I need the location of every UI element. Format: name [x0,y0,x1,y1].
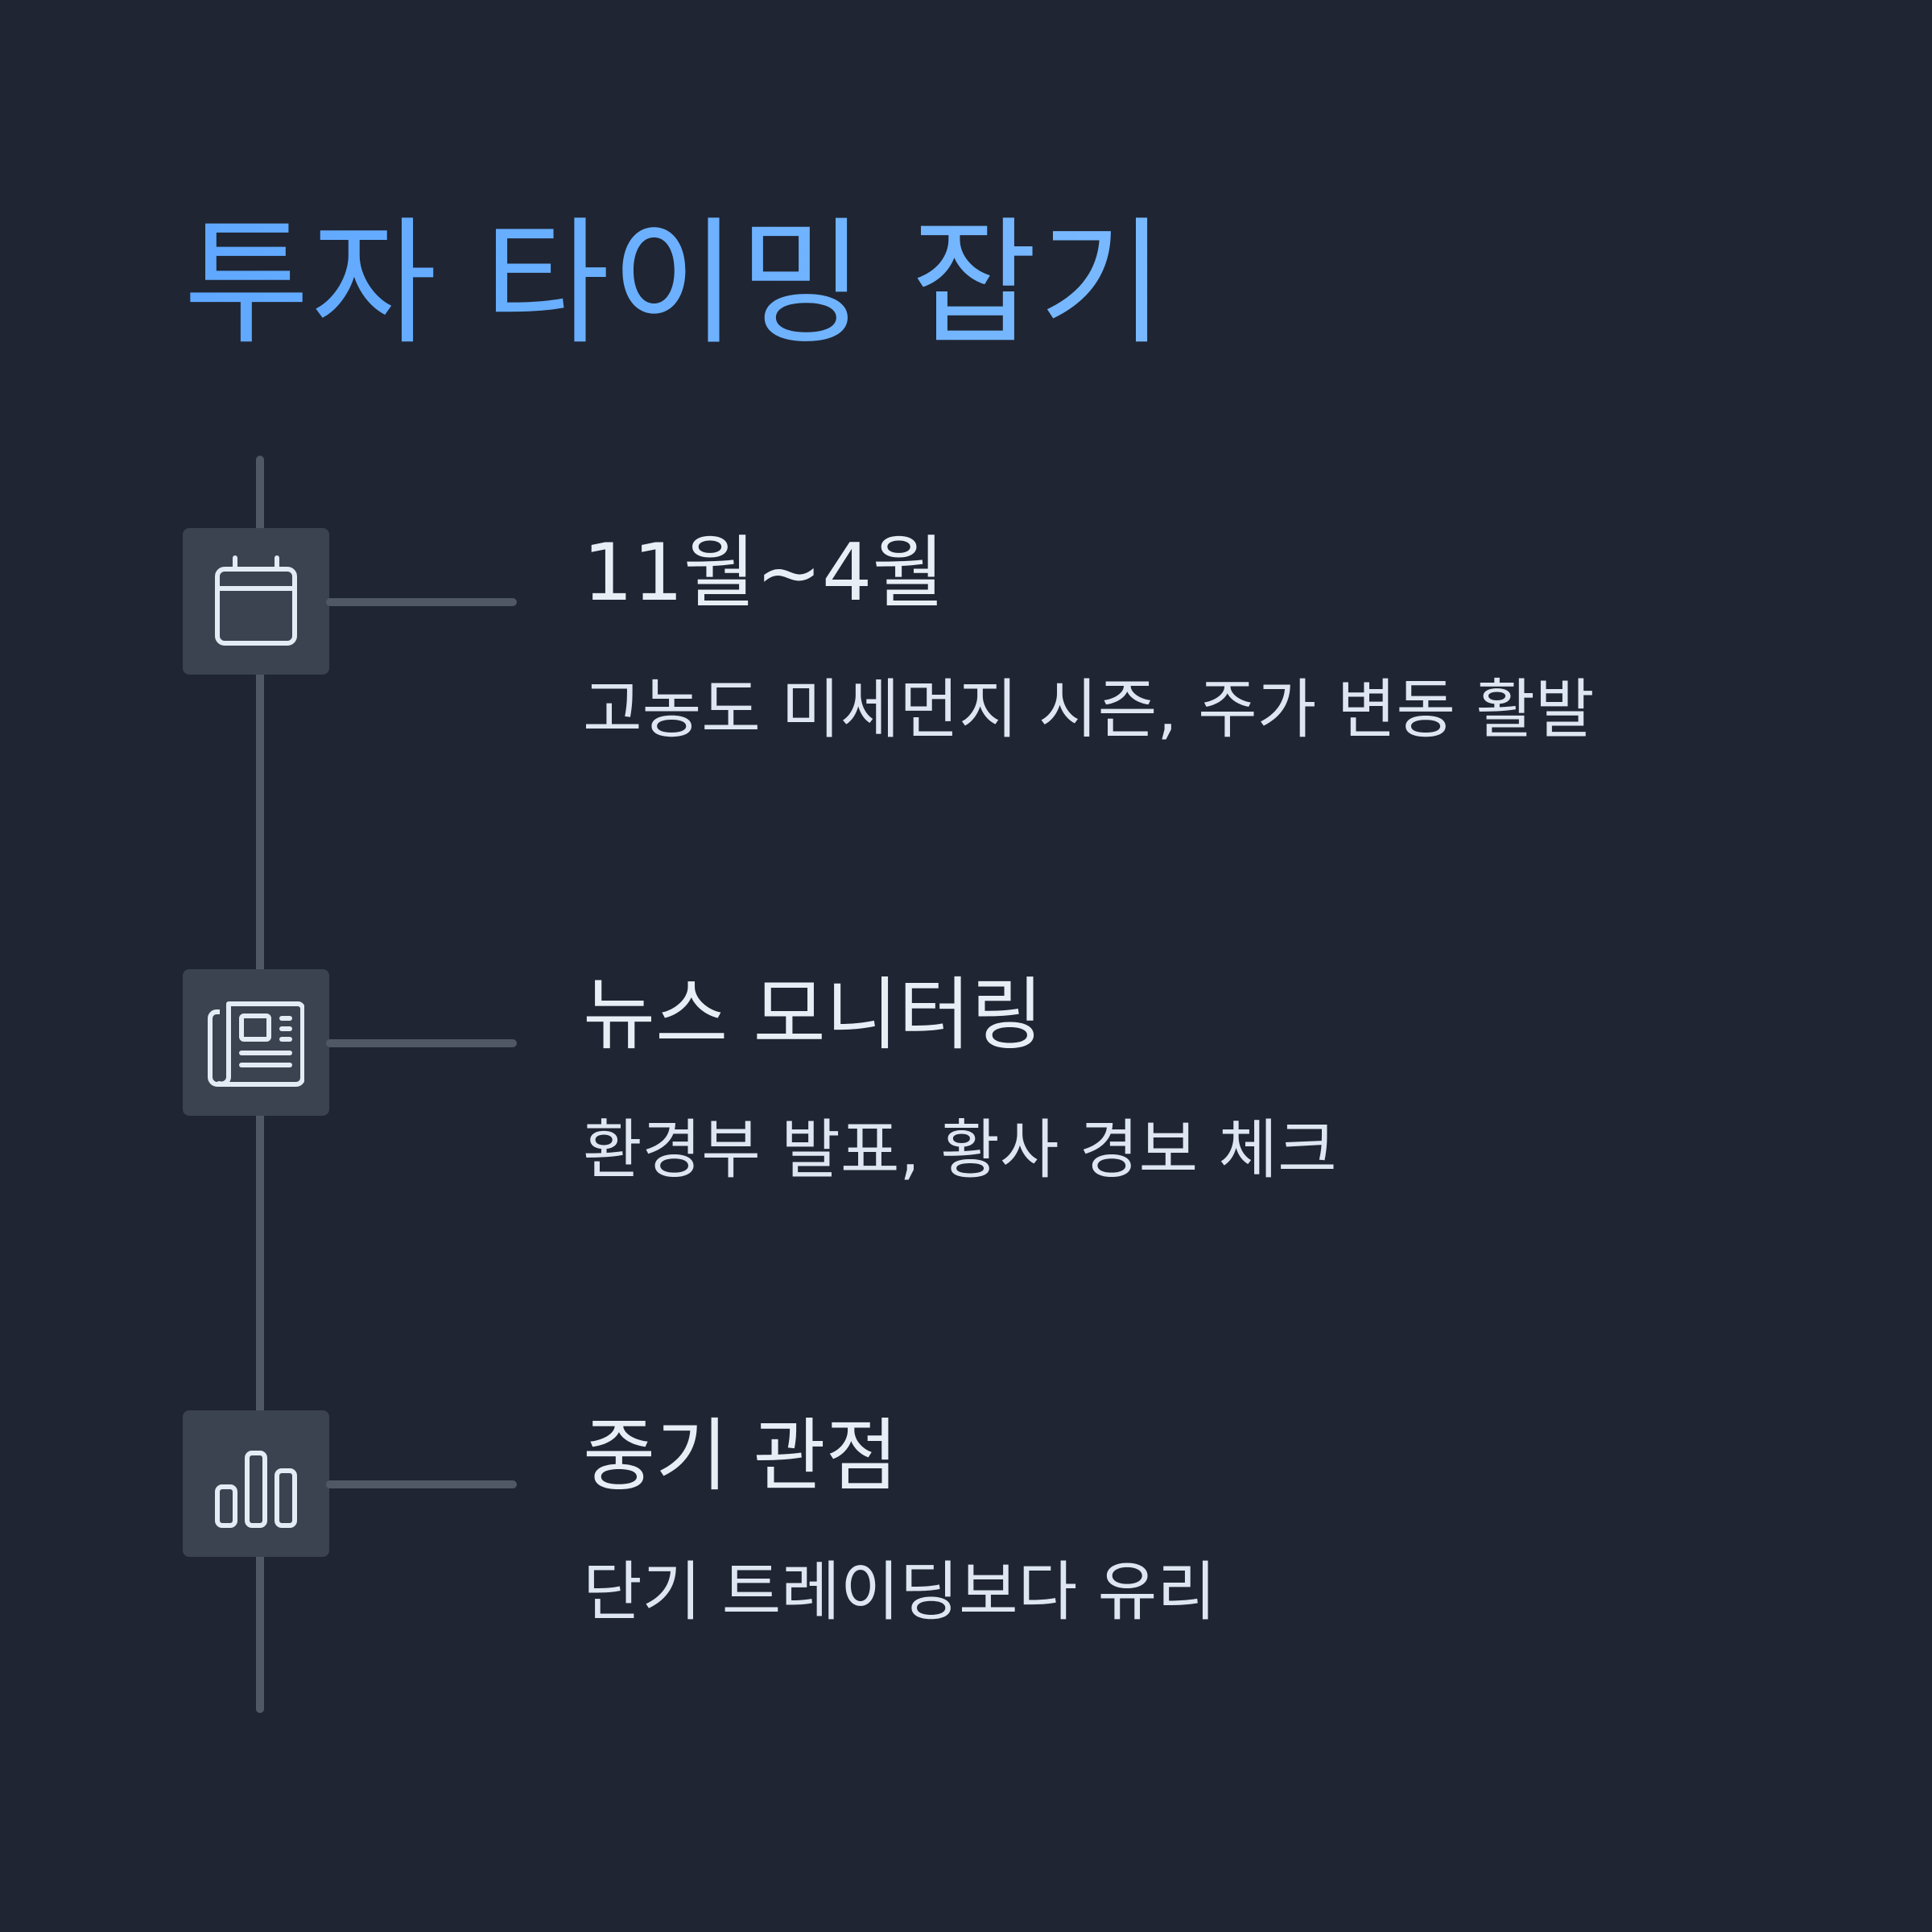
timeline-item-3-icon-box [183,1410,329,1557]
timeline-item-1-icon-box [183,528,329,675]
newspaper-icon [208,1001,304,1087]
calendar-icon [215,555,297,646]
timeline-item-1-connector [326,598,517,606]
bar-chart-icon [215,1451,297,1528]
timeline-item-1-heading: 11월~4월 [583,527,945,619]
timeline-item-3-description: 단기 트레이딩보다 유리 [583,1554,1216,1629]
timeline-item-2-description: 환경부 발표, 황사 경보 체크 [583,1113,1337,1187]
timeline-item-3-heading: 중기 관점 [583,1410,898,1502]
timeline-item-1-description: 고농도 미세먼지 시즌, 주가 변동 활발 [583,672,1595,747]
timeline-item-2-heading: 뉴스 모니터링 [583,969,1044,1061]
page-title: 투자 타이밍 잡기 [184,204,1166,364]
timeline-item-2-icon-box [183,969,329,1116]
timeline-item-2-connector [326,1039,517,1047]
timeline-item-3-connector [326,1480,517,1488]
